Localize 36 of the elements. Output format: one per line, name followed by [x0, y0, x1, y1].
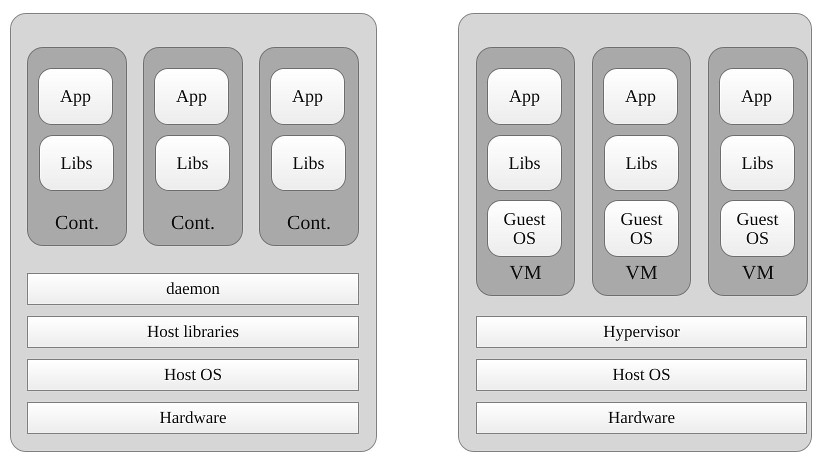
layer-bar: Hardware — [476, 402, 807, 434]
component-box: Guest OS — [604, 200, 679, 257]
component-box: Libs — [604, 135, 679, 191]
component-box: Guest OS — [487, 200, 562, 257]
component-box: App — [719, 68, 794, 125]
layer-bar: Host OS — [476, 359, 807, 391]
column-label: Cont. — [55, 212, 99, 235]
column-box — [143, 47, 243, 246]
component-box: App — [270, 68, 345, 125]
column-label: Cont. — [287, 212, 331, 235]
component-box: Libs — [720, 135, 795, 191]
column-box — [592, 47, 691, 296]
stack-panel — [458, 13, 812, 452]
layer-bar: Hypervisor — [476, 316, 807, 348]
component-box: Guest OS — [720, 200, 795, 257]
component-box: App — [38, 68, 113, 125]
column-label: VM — [625, 262, 658, 285]
column-label: VM — [509, 262, 542, 285]
component-box: Libs — [271, 135, 346, 191]
component-box: Libs — [155, 135, 230, 191]
layer-bar: Hardware — [27, 402, 359, 434]
stack-panel — [10, 13, 377, 452]
component-box: App — [487, 68, 562, 125]
component-box: Libs — [487, 135, 562, 191]
layer-bar: Host libraries — [27, 316, 359, 348]
column-box — [27, 47, 127, 246]
column-box — [476, 47, 575, 296]
component-box: App — [154, 68, 229, 125]
layer-bar: Host OS — [27, 359, 359, 391]
column-box — [259, 47, 359, 246]
column-label: VM — [742, 262, 774, 285]
component-box: App — [603, 68, 678, 125]
layer-bar: daemon — [27, 273, 359, 305]
column-label: Cont. — [171, 212, 215, 235]
component-box: Libs — [39, 135, 114, 191]
column-box — [708, 47, 808, 296]
